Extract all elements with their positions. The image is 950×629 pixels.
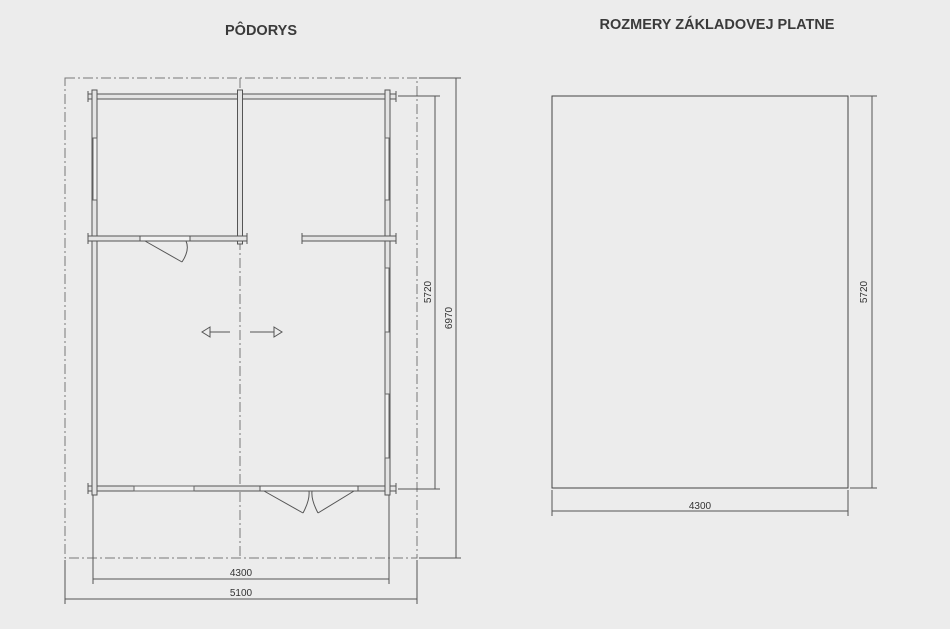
floorplan-title: PÔDORYS	[225, 23, 297, 39]
wall-partition-vertical	[237, 89, 243, 245]
label-inner-depth: 5720	[423, 280, 434, 303]
interior-door	[139, 235, 191, 263]
slab-dimension-width	[551, 490, 849, 516]
label-slab-width: 4300	[689, 501, 712, 512]
label-outer-width: 5100	[230, 588, 253, 599]
window-left	[92, 137, 98, 201]
window-right-3	[384, 393, 390, 459]
floorplan-dimension-inner-width	[92, 495, 390, 584]
slab	[551, 95, 877, 516]
floorplan	[64, 77, 461, 604]
floorplan-dimension-outer-width	[64, 560, 418, 604]
slab-outline	[551, 95, 849, 489]
windows	[92, 137, 390, 492]
label-outer-depth: 6970	[444, 306, 455, 329]
window-right-2	[384, 267, 390, 333]
main-door	[259, 485, 359, 514]
window-right-1	[384, 137, 390, 201]
floorplan-dimension-inner-depth	[398, 95, 440, 490]
window-bottom-left	[133, 485, 195, 492]
wall-partition-right	[301, 235, 397, 242]
slab-title: ROZMERY ZÁKLADOVEJ PLATNE	[599, 17, 835, 33]
wall-left	[91, 89, 98, 496]
wall-stubs	[87, 91, 397, 494]
slab-dimension-depth	[850, 95, 877, 489]
direction-arrows	[201, 326, 283, 338]
roof-outline	[64, 77, 418, 559]
label-inner-width: 4300	[230, 568, 253, 579]
label-slab-depth: 5720	[859, 280, 870, 303]
walls	[87, 89, 397, 496]
floorplan-dimension-outer-depth	[419, 77, 461, 559]
